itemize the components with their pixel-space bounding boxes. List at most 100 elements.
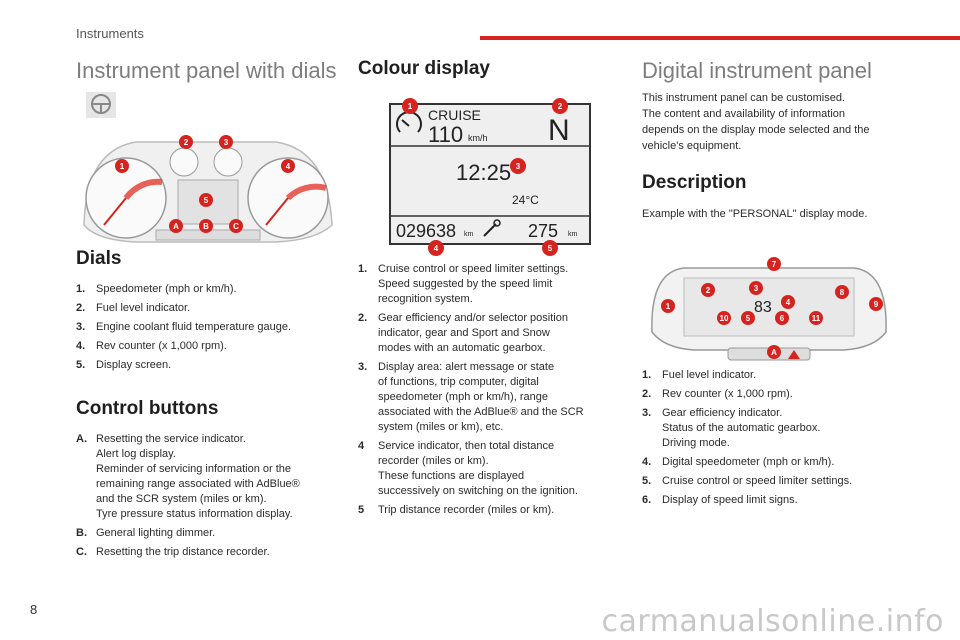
callout-6: 6 (775, 311, 789, 325)
colour-display-list: 1. Cruise control or speed limiter setti… (358, 262, 618, 522)
callout-2: 2 (701, 283, 715, 297)
svg-text:8: 8 (840, 288, 845, 297)
svg-text:11: 11 (812, 314, 821, 323)
list-item: 4 Service indicator, then total distance… (358, 440, 578, 497)
dials-heading: Dials (76, 248, 122, 269)
list-item: 4.Rev counter (x 1,000 rpm). (76, 340, 227, 352)
list-item: 2. Gear efficiency and/or selector posit… (358, 312, 568, 354)
svg-text:24°C: 24°C (512, 193, 539, 207)
svg-text:12:25: 12:25 (456, 160, 511, 185)
callout-3: 3 (219, 135, 233, 149)
callout-2: 2 (552, 98, 568, 114)
section-header: Instruments (76, 26, 144, 41)
list-item: 5.Display screen. (76, 359, 172, 371)
callout-5: 5 (542, 240, 558, 256)
svg-text:9: 9 (874, 300, 879, 309)
list-item: 2.Rev counter (x 1,000 rpm). (642, 388, 793, 400)
callout-1: 1 (115, 159, 129, 173)
colour-display-heading: Colour display (358, 58, 490, 79)
callout-4: 4 (428, 240, 444, 256)
list-item: 3.Engine coolant fluid temperature gauge… (76, 321, 292, 333)
list-item: C.Resetting the trip distance recorder. (76, 546, 270, 558)
list-item: B.General lighting dimmer. (76, 527, 216, 539)
digital-panel-title: Digital instrument panel (642, 58, 872, 83)
list-item: 1.Speedometer (mph or km/h). (76, 283, 237, 295)
header-accent-bar (480, 36, 960, 40)
digital-panel-list: 1.Fuel level indicator. 2.Rev counter (x… (642, 368, 912, 512)
callout-B: B (199, 219, 213, 233)
callout-11: 11 (809, 311, 823, 325)
list-item: 1. Cruise control or speed limiter setti… (358, 263, 569, 305)
svg-text:3: 3 (754, 284, 759, 293)
svg-text:C: C (233, 222, 239, 231)
svg-text:CRUISE: CRUISE (428, 107, 481, 123)
svg-text:1: 1 (408, 102, 413, 111)
list-item: 6.Display of speed limit signs. (642, 494, 798, 506)
dials-panel-illustration (76, 130, 338, 248)
callout-4: 4 (281, 159, 295, 173)
svg-text:10: 10 (720, 314, 729, 323)
svg-text:5: 5 (204, 196, 209, 205)
svg-text:2: 2 (184, 138, 189, 147)
svg-text:4: 4 (286, 162, 291, 171)
svg-text:A: A (173, 222, 179, 231)
svg-text:N: N (548, 114, 570, 147)
svg-text:km: km (568, 231, 578, 238)
callout-5: 5 (741, 311, 755, 325)
svg-text:029638: 029638 (396, 221, 456, 241)
callout-A: A (767, 345, 781, 359)
svg-text:275: 275 (528, 221, 558, 241)
callout-A: A (169, 219, 183, 233)
control-buttons-list: A. Resetting the service indicator.Alert… (76, 432, 338, 564)
dials-callouts: 1 2 3 4 5 A B C (115, 135, 295, 233)
callout-3: 3 (510, 158, 526, 174)
callout-1: 1 (661, 299, 675, 313)
page-number: 8 (30, 602, 38, 617)
callout-2: 2 (179, 135, 193, 149)
callout-3: 3 (749, 281, 763, 295)
svg-text:6: 6 (780, 314, 785, 323)
svg-text:110: 110 (428, 122, 463, 147)
callout-5: 5 (199, 193, 213, 207)
callout-9: 9 (869, 297, 883, 311)
callout-1: 1 (402, 98, 418, 114)
svg-text:2: 2 (706, 286, 711, 295)
svg-text:5: 5 (746, 314, 751, 323)
svg-text:km/h: km/h (468, 133, 488, 143)
list-item: 3. Gear efficiency indicator.Status of t… (642, 407, 821, 449)
svg-text:4: 4 (786, 298, 791, 307)
svg-text:5: 5 (548, 244, 553, 253)
control-buttons-heading: Control buttons (76, 398, 219, 419)
callout-C: C (229, 219, 243, 233)
svg-text:A: A (771, 348, 777, 357)
list-item: 2.Fuel level indicator. (76, 302, 191, 314)
svg-text:83: 83 (754, 299, 772, 316)
callout-8: 8 (835, 285, 849, 299)
svg-text:1: 1 (120, 162, 125, 171)
digital-panel-callouts: 7 2 3 8 1 4 9 10 5 6 11 A (661, 257, 883, 359)
svg-text:2: 2 (558, 102, 563, 111)
digital-panel-intro: This instrument panel can be customised.… (642, 92, 870, 152)
list-item: A. Resetting the service indicator.Alert… (76, 433, 300, 520)
svg-text:B: B (203, 222, 209, 231)
watermark: carmanualsonline.info (601, 604, 944, 639)
callout-10: 10 (717, 311, 731, 325)
callout-7: 7 (767, 257, 781, 271)
wrench-icon (483, 219, 501, 237)
svg-text:4: 4 (434, 244, 439, 253)
list-item: 4.Digital speedometer (mph or km/h). (642, 456, 835, 468)
callout-4: 4 (781, 295, 795, 309)
dials-list: 1.Speedometer (mph or km/h). 2.Fuel leve… (76, 282, 336, 377)
svg-text:1: 1 (666, 302, 671, 311)
colour-display-callouts: 1 2 3 4 5 (402, 98, 568, 256)
display-mode-example: Example with the "PERSONAL" display mode… (642, 208, 868, 220)
list-item: 1.Fuel level indicator. (642, 369, 757, 381)
svg-text:km: km (464, 231, 474, 238)
dials-panel-title: Instrument panel with dials (76, 58, 337, 83)
list-item: 5.Cruise control or speed limiter settin… (642, 475, 853, 487)
svg-text:3: 3 (224, 138, 229, 147)
colour-display-illustration: CRUISE 110 km/h N 12:25 24°C 029638 km 2… (388, 102, 592, 246)
description-heading: Description (642, 172, 747, 193)
